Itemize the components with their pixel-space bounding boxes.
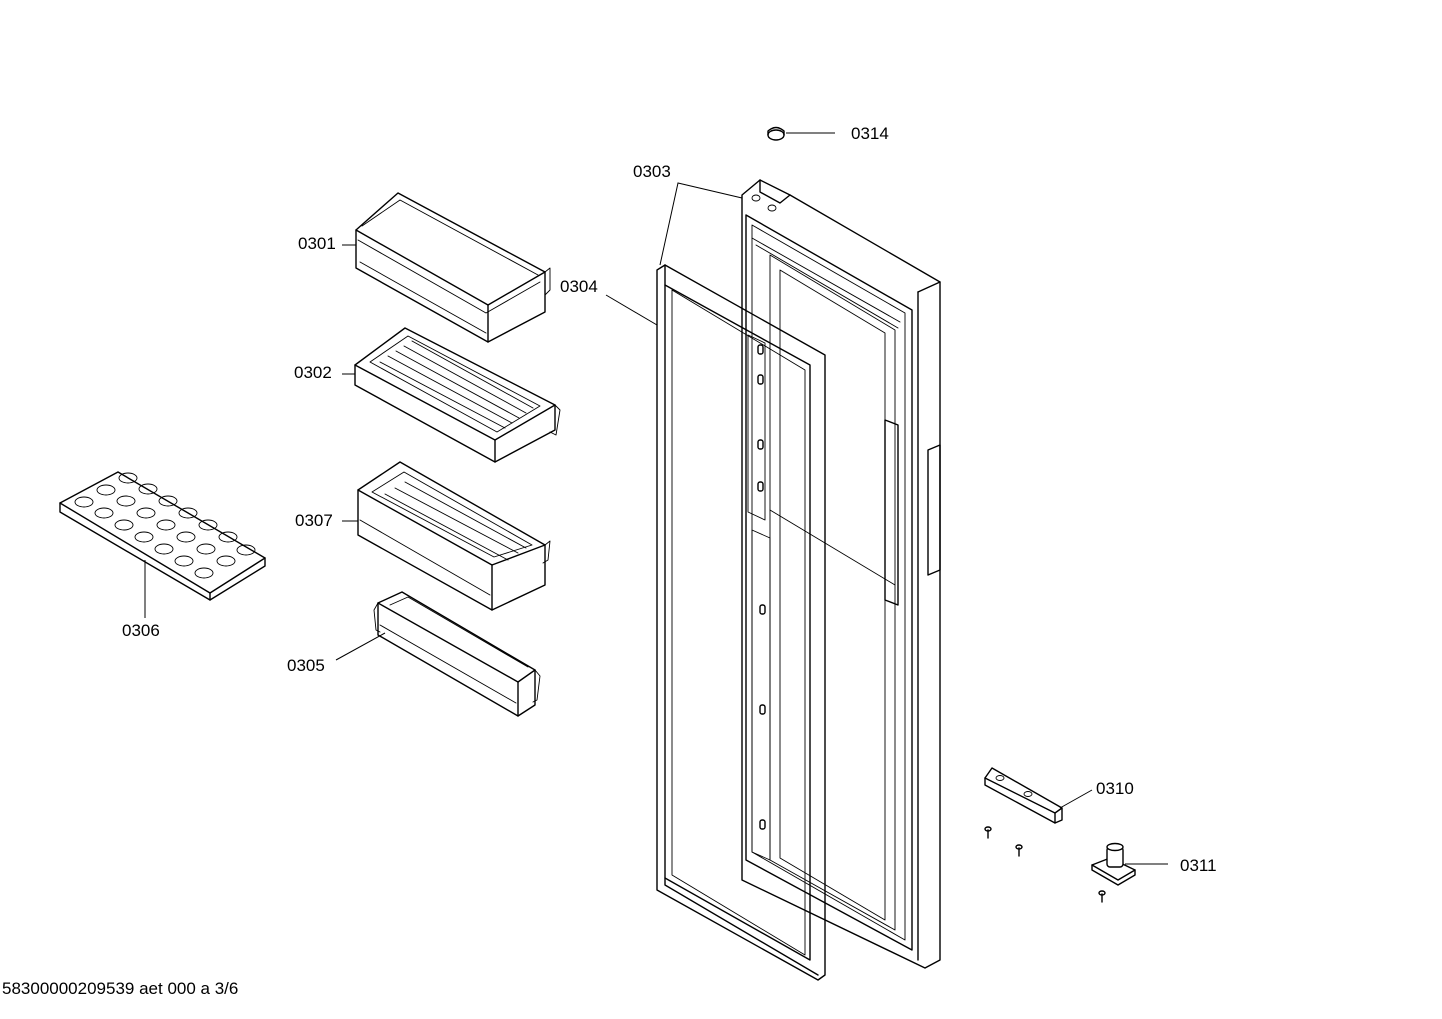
- part-0314-cap[interactable]: [767, 126, 785, 141]
- document-id: 58300000209539 aet 000 a 3/6: [2, 979, 239, 998]
- label-0306: 0306: [122, 621, 160, 640]
- part-0303-door-body[interactable]: [741, 179, 941, 969]
- part-0305-door-shelf[interactable]: [373, 591, 541, 717]
- label-0311: 0311: [1180, 856, 1217, 875]
- part-0301-covered-bin[interactable]: [355, 192, 551, 343]
- leader-0303: [659, 182, 743, 266]
- label-0301: 0301: [298, 234, 336, 253]
- part-0304-door-gasket[interactable]: [656, 264, 826, 981]
- leader-0310: [1059, 789, 1093, 809]
- screw-icon[interactable]: [1015, 844, 1023, 857]
- label-0314: 0314: [851, 124, 889, 143]
- part-0310-hinge-bracket[interactable]: [984, 767, 1063, 824]
- part-0302-ribbed-tray[interactable]: [354, 327, 561, 463]
- leader-0305: [335, 632, 386, 661]
- label-0304: 0304: [560, 277, 598, 296]
- label-0302: 0302: [294, 363, 332, 382]
- part-0311-hinge-pin[interactable]: [1091, 842, 1136, 886]
- label-0307: 0307: [295, 511, 333, 530]
- part-0307-deep-bin[interactable]: [357, 461, 551, 611]
- part-0306-egg-tray[interactable]: [59, 471, 266, 601]
- label-0303: 0303: [633, 162, 671, 181]
- screw-icon[interactable]: [984, 826, 992, 839]
- label-0305: 0305: [287, 656, 325, 675]
- leader-0304: [605, 294, 658, 326]
- label-0310: 0310: [1096, 779, 1134, 798]
- screw-icon[interactable]: [1098, 890, 1106, 903]
